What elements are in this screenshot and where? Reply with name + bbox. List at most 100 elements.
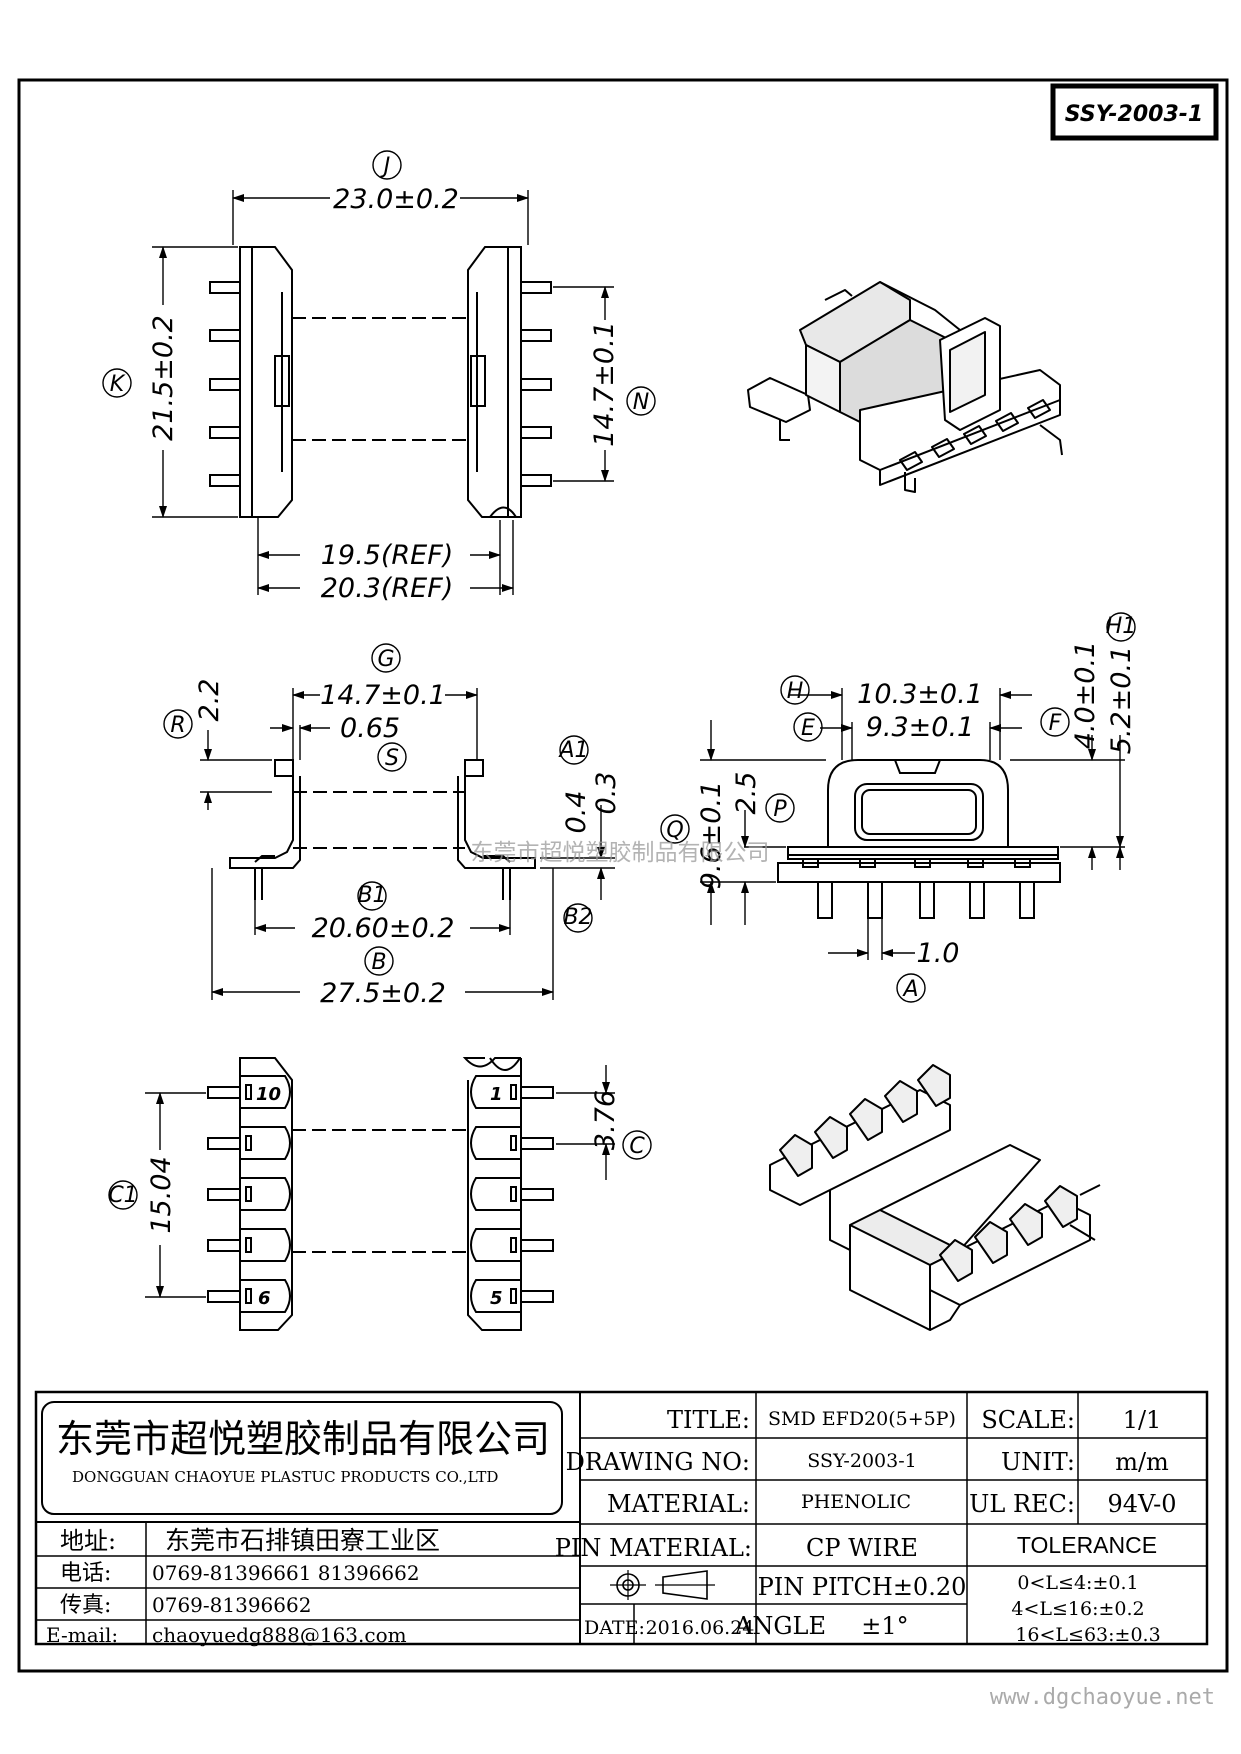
label-e: E	[801, 716, 815, 741]
label-h: H	[787, 679, 804, 704]
dim-f: 4.0±0.1	[1070, 641, 1101, 750]
label-g: G	[377, 647, 394, 672]
angle-value: ±1°	[861, 1612, 908, 1640]
label-b: B	[371, 950, 386, 975]
label-f: F	[1049, 711, 1062, 736]
dim-a: 1.0	[917, 938, 960, 969]
iso-view-top	[747, 281, 1063, 493]
front-view-dimensions	[163, 643, 615, 1000]
ul-value: 94V-0	[1107, 1490, 1176, 1518]
label-r: R	[170, 713, 185, 738]
dim-j: 23.0±0.2	[333, 184, 459, 215]
material-value: PHENOLIC	[801, 1491, 911, 1513]
dim-a1-a: 0.4	[561, 791, 592, 834]
dim-a1-b: 0.3	[591, 772, 622, 815]
dim-g: 14.7±0.1	[320, 680, 446, 711]
ul-label: UL REC:	[969, 1490, 1075, 1518]
drawing-id: SSY-2003-1	[1065, 102, 1203, 127]
dim-s: 0.65	[340, 713, 400, 744]
unit-value: m/m	[1115, 1448, 1169, 1476]
angle-label: ANGLE	[734, 1612, 826, 1640]
tolerance-1: 0<L≤4:±0.1	[1017, 1572, 1138, 1594]
pin-pitch: PIN PITCH±0.20	[758, 1573, 967, 1601]
title-block-company: 东莞市超悦塑胶制品有限公司 DONGGUAN CHAOYUE PLASTUC P…	[46, 1417, 550, 1647]
label-k: K	[110, 372, 126, 397]
dim-e: 9.3±0.1	[866, 712, 975, 743]
title-block-lines	[34, 1390, 1209, 1646]
top-view-dimensions	[102, 150, 656, 595]
email: chaoyuedg888@163.com	[152, 1623, 407, 1647]
dim-p: 2.5	[731, 772, 762, 815]
dim-ref2: 20.3(REF)	[321, 573, 454, 604]
material-label: MATERIAL:	[607, 1490, 750, 1518]
drawing-no-label: DRAWING NO:	[566, 1448, 750, 1476]
bottom-view-dimensions	[108, 1065, 652, 1298]
front-view-dimension-text: G 14.7±0.1 R 2.2 0.65 S A1 0.4 0.3 B1 B2…	[170, 647, 622, 1009]
drawing-no-value: SSY-2003-1	[807, 1450, 916, 1472]
pin-10: 10	[256, 1084, 281, 1105]
unit-label: UNIT:	[1001, 1448, 1075, 1476]
pin-1: 1	[490, 1084, 503, 1105]
tolerance-3: 16<L≤63:±0.3	[1015, 1624, 1160, 1646]
title-label: TITLE:	[667, 1406, 750, 1434]
label-a1: A1	[557, 738, 588, 763]
side-view-dimensions	[660, 612, 1136, 1003]
scale-label: SCALE:	[981, 1406, 1075, 1434]
side-view	[777, 759, 1061, 919]
address-label: 地址:	[60, 1527, 116, 1555]
tolerance-2: 4<L≤16:±0.2	[1011, 1598, 1144, 1620]
dim-b: 27.5±0.2	[320, 978, 446, 1009]
front-view	[229, 759, 536, 900]
label-p: P	[773, 797, 787, 822]
company-name-cn: 东莞市超悦塑胶制品有限公司	[56, 1417, 550, 1461]
label-b1: B1	[357, 883, 386, 908]
dim-q: 9.6±0.1	[696, 781, 727, 890]
label-n: N	[633, 390, 649, 415]
dim-c1: 15.04	[146, 1156, 177, 1233]
title-value: SMD EFD20(5+5P)	[768, 1408, 956, 1430]
date-value: 2016.06.24	[646, 1617, 755, 1639]
top-view-dimension-text: J 23.0±0.2 K 21.5±0.2 N 14.7±0.1 19.5(RE…	[110, 154, 649, 604]
address: 东莞市石排镇田寮工业区	[165, 1526, 440, 1555]
bottom-view-dimension-text: C1 15.04 C 3.76	[108, 1090, 645, 1234]
bottom-view	[207, 1057, 554, 1331]
dim-b1: 20.60±0.2	[312, 913, 455, 944]
tolerance-label: TOLERANCE	[1017, 1532, 1157, 1558]
iso-view-bottom	[769, 1064, 1101, 1331]
side-view-dimension-text: H 10.3±0.1 E 9.3±0.1 F 4.0±0.1 H1 5.2±0.…	[666, 614, 1137, 1002]
label-a: A	[901, 977, 918, 1002]
dim-k: 21.5±0.2	[148, 315, 179, 441]
email-label: E-mail:	[46, 1623, 118, 1647]
pin-material-label: PIN MATERIAL:	[555, 1534, 752, 1562]
bottom-view-pin-numbers: 10 6 1 5	[256, 1084, 503, 1309]
label-c: C	[629, 1134, 645, 1159]
scale-value: 1/1	[1123, 1406, 1162, 1434]
phone-label: 电话:	[60, 1561, 111, 1586]
phone: 0769-81396661 81396662	[152, 1561, 420, 1585]
label-c1: C1	[108, 1183, 137, 1208]
dim-h: 10.3±0.1	[857, 679, 983, 710]
pin-6: 6	[258, 1288, 271, 1309]
dim-r: 2.2	[194, 679, 225, 722]
fax: 0769-81396662	[152, 1593, 311, 1617]
label-q: Q	[666, 818, 683, 843]
label-j: J	[380, 154, 391, 179]
drawing-id-box	[1050, 83, 1219, 141]
label-h1: H1	[1106, 614, 1137, 639]
watermark: 东莞市超悦塑胶制品有限公司	[471, 840, 770, 866]
pin-material-value: CP WIRE	[806, 1534, 918, 1562]
pin-5: 5	[490, 1288, 503, 1309]
sheet-border	[17, 78, 1229, 1673]
footer-url: www.dgchaoyue.net	[990, 1685, 1215, 1710]
dim-ref1: 19.5(REF)	[321, 540, 454, 571]
label-s: S	[385, 746, 399, 771]
company-name-en: DONGGUAN CHAOYUE PLASTUC PRODUCTS CO.,LT…	[72, 1468, 498, 1486]
dim-n: 14.7±0.1	[589, 321, 620, 447]
dim-h1: 5.2±0.1	[1106, 646, 1137, 755]
title-block-fields: TITLE: SMD EFD20(5+5P) DRAWING NO: SSY-2…	[555, 1406, 1177, 1646]
top-view	[209, 246, 552, 518]
label-b2: B2	[563, 905, 592, 930]
fax-label: 传真:	[60, 1593, 111, 1618]
dim-c: 3.76	[590, 1090, 621, 1150]
